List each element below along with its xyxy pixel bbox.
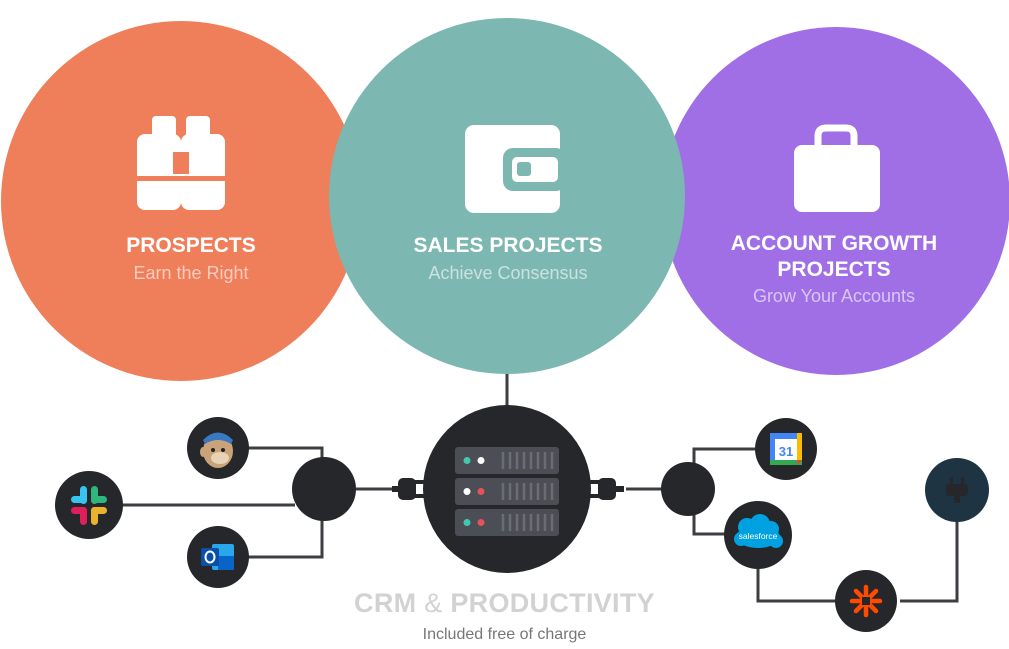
footer-title-amp: & xyxy=(424,588,443,618)
prospects-subtitle: Earn the Right xyxy=(133,263,248,283)
right-plug-icon xyxy=(587,478,624,500)
wallet-icon xyxy=(465,125,566,213)
sales-projects-title: SALES PROJECTS xyxy=(413,234,602,257)
footer-title: CRM & PRODUCTIVITY xyxy=(0,588,1009,619)
outlook-icon[interactable] xyxy=(187,526,249,588)
connector-lines xyxy=(95,372,959,603)
server-rack-icon xyxy=(455,447,559,536)
mailchimp-icon[interactable] xyxy=(187,417,249,479)
zapier-icon[interactable] xyxy=(835,570,897,632)
account-growth-title-line2: PROJECTS xyxy=(777,258,890,281)
salesforce-icon[interactable]: salesforce xyxy=(724,501,792,569)
footer-subtitle: Included free of charge xyxy=(422,626,587,643)
footer-title-productivity: PRODUCTIVITY xyxy=(450,588,655,618)
binoculars-icon xyxy=(137,116,225,210)
server-hub xyxy=(423,405,591,573)
plug-icon[interactable] xyxy=(925,458,989,522)
prospects-title: PROSPECTS xyxy=(126,234,256,257)
account-growth-subtitle: Grow Your Accounts xyxy=(753,286,915,306)
footer-title-crm: CRM xyxy=(354,588,417,618)
briefcase-icon xyxy=(794,124,880,212)
calendar-day-number: 31 xyxy=(779,444,793,459)
right-junction-node xyxy=(661,462,715,516)
google-calendar-icon[interactable]: 31 xyxy=(755,418,817,480)
left-junction-node xyxy=(292,457,356,521)
sales-projects-subtitle: Achieve Consensus xyxy=(428,263,587,283)
left-plug-icon xyxy=(392,478,427,500)
account-growth-title-line1: ACCOUNT GROWTH xyxy=(731,232,937,255)
slack-icon[interactable] xyxy=(55,471,123,539)
salesforce-label: salesforce xyxy=(739,531,778,541)
